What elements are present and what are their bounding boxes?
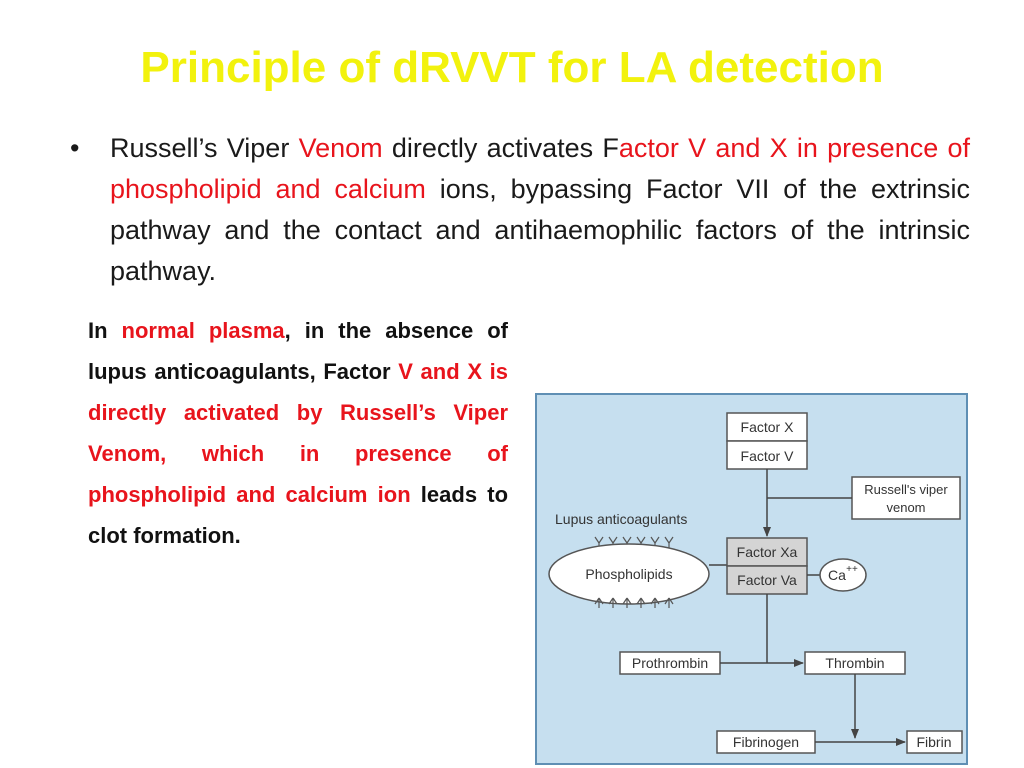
factor-va-box xyxy=(726,565,808,595)
calcium-label: Ca xyxy=(828,567,846,583)
bullet-text-part-3: directly activates F xyxy=(382,133,619,163)
factor-x-label: Factor X xyxy=(741,419,795,435)
factor-x-box xyxy=(726,412,808,442)
factor-v-box xyxy=(726,440,808,470)
diagram-svg: Factor X Factor V Russell's viper venom … xyxy=(548,412,963,754)
factor-va-label: Factor Va xyxy=(737,572,797,588)
para-normal-plasma: normal plasma xyxy=(121,318,285,343)
thrombin-label: Thrombin xyxy=(825,655,884,671)
venom-label: venom xyxy=(886,500,925,515)
drvvt-diagram: Factor X Factor V Russell's viper venom … xyxy=(535,393,968,765)
bullet-text-highlight: actor V and X in presence of phospholipi… xyxy=(110,133,970,204)
bullet-point: • Russell’s Viper Venom directly activat… xyxy=(70,128,970,292)
fibrin-label: Fibrin xyxy=(916,734,951,750)
calcium-charge-label: ++ xyxy=(846,564,858,575)
phospholipids-ellipse xyxy=(548,543,710,605)
russells-viper-label: Russell's viper xyxy=(864,482,948,497)
bullet-text-part-5: ions, bypassing Factor VII of the extrin… xyxy=(110,174,970,286)
para-part-3: , in the absence of lupus anticoagulants… xyxy=(88,318,508,384)
antibodies-bottom xyxy=(594,597,674,608)
para-part-1: In xyxy=(88,318,122,343)
bullet-text-part-1: Russell’s Viper xyxy=(110,133,299,163)
factor-xa-label: Factor Xa xyxy=(737,544,798,560)
prothrombin-label: Prothrombin xyxy=(632,655,708,671)
calcium-ellipse xyxy=(819,558,867,592)
para-highlight: V and X is directly activated by Russell… xyxy=(88,359,508,507)
factor-v-label: Factor V xyxy=(741,448,795,464)
slide-title: Principle of dRVVT for LA detection xyxy=(140,43,884,92)
russells-viper-venom-box xyxy=(851,476,961,520)
normal-plasma-paragraph: In normal plasma, in the absence of lupu… xyxy=(88,310,508,556)
fibrinogen-label: Fibrinogen xyxy=(733,734,799,750)
bullet-symbol: • xyxy=(70,133,80,163)
fibrin-box xyxy=(906,730,963,754)
para-part-5: leads to clot formation. xyxy=(88,482,509,548)
bullet-text-venom: Venom xyxy=(298,133,383,163)
phospholipids-label: Phospholipids xyxy=(585,566,672,582)
lupus-anticoagulants-label: Lupus anticoagulants xyxy=(555,511,687,527)
bullet-text: Russell’s Viper Venom directly activates… xyxy=(110,128,970,292)
